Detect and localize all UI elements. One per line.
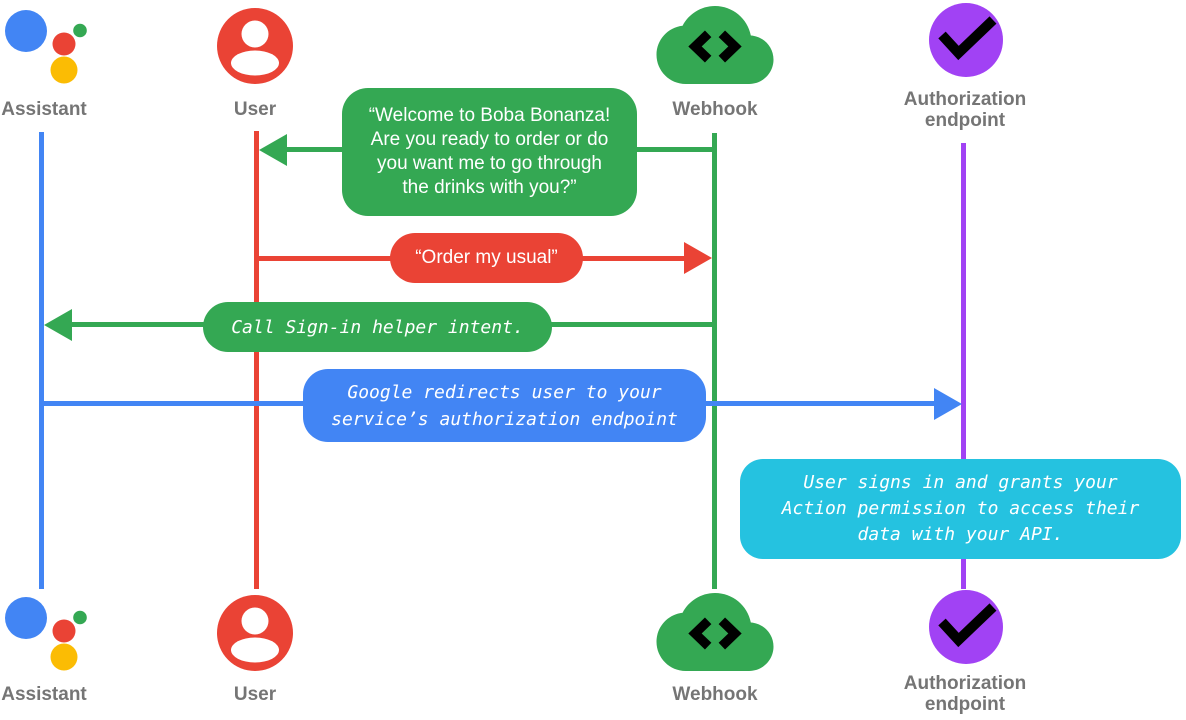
user-avatar-icon — [217, 8, 293, 84]
message-line: User signs in and grants your — [803, 472, 1118, 493]
google-assistant-icon — [5, 10, 87, 84]
check-circle-icon — [929, 3, 1003, 77]
actor-label-assistant: Assistant — [1, 99, 87, 120]
actor-label-authorization-endpoint: Authorization endpoint — [903, 673, 1027, 715]
note-bubble-user-signs-in: User signs in and grants your Action per… — [740, 459, 1181, 559]
message-bubble-order-my-usual: “Order my usual” — [390, 233, 583, 283]
lifeline-user — [254, 131, 259, 589]
lifeline-authorization-endpoint — [961, 143, 966, 589]
arrowhead-right-icon — [934, 388, 962, 420]
google-assistant-icon — [5, 597, 87, 671]
message-bubble-welcome: “Welcome to Boba Bonanza! Are you ready … — [342, 88, 637, 216]
actor-label-authorization-endpoint: Authorization endpoint — [903, 89, 1027, 131]
message-line: Google redirects user to your — [347, 381, 662, 403]
actor-label-webhook: Webhook — [672, 684, 758, 705]
user-avatar-icon — [217, 595, 293, 671]
lifeline-assistant — [39, 132, 44, 589]
message-line: the drinks with you?” — [402, 177, 577, 198]
message-line: Are you ready to order or do — [370, 129, 609, 150]
lifeline-webhook — [712, 133, 717, 589]
message-bubble-google-redirects: Google redirects user to your service’s … — [303, 369, 706, 442]
code-cloud-icon — [656, 593, 774, 671]
message-line: “Order my usual” — [415, 247, 558, 268]
message-bubble-call-sign-in-helper: Call Sign-in helper intent. — [203, 302, 552, 352]
message-line: Call Sign-in helper intent. — [231, 316, 524, 338]
arrowhead-left-icon — [44, 309, 72, 341]
message-line: “Welcome to Boba Bonanza! — [368, 105, 611, 126]
arrowhead-left-icon — [259, 134, 287, 166]
message-line: service’s authorization endpoint — [331, 408, 678, 430]
actor-label-assistant: Assistant — [1, 684, 87, 705]
actor-label-webhook: Webhook — [672, 99, 758, 120]
check-circle-icon — [929, 590, 1003, 664]
message-line: data with your API. — [857, 524, 1064, 545]
message-line: you want me to go through — [377, 153, 602, 174]
actor-label-user: User — [233, 684, 277, 705]
message-line: Action permission to access their — [781, 498, 1140, 519]
arrowhead-right-icon — [684, 242, 712, 274]
actor-label-user: User — [233, 99, 277, 120]
code-cloud-icon — [656, 6, 774, 84]
